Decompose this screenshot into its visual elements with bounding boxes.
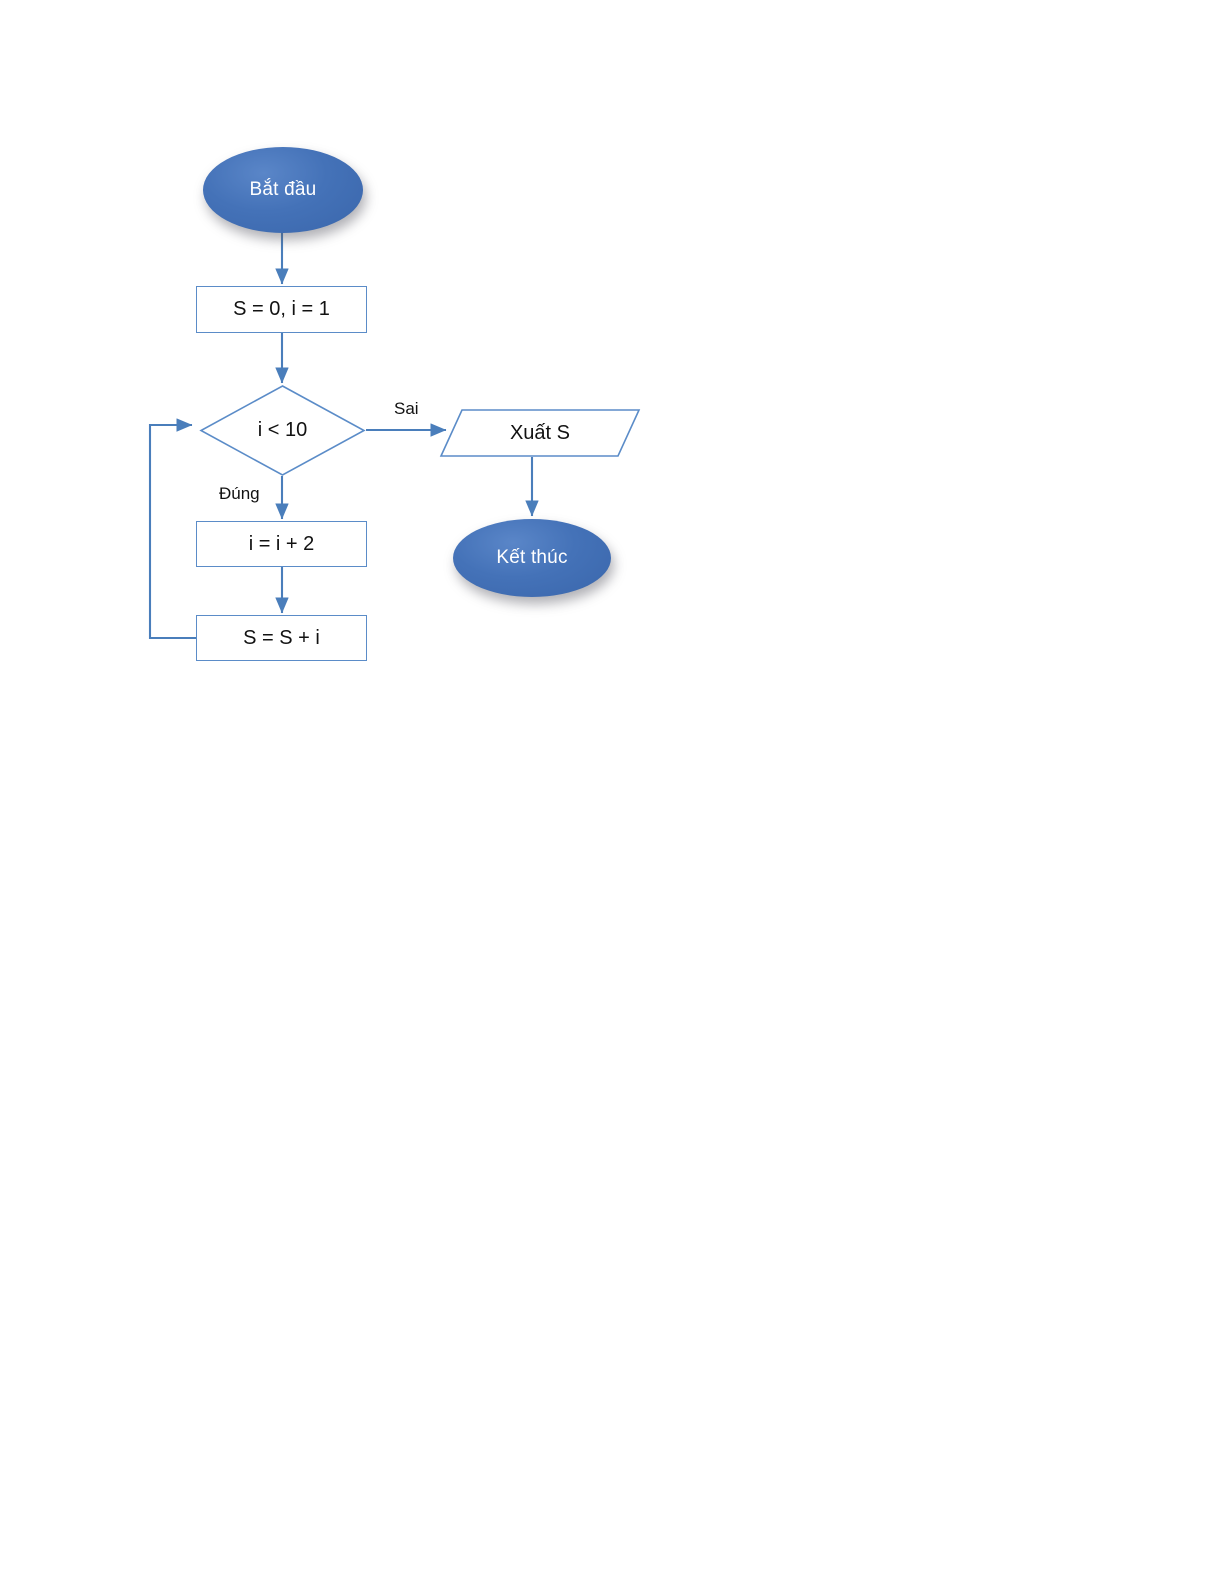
node-condition-label: i < 10 — [257, 419, 308, 441]
node-init-label: S = 0, i = 1 — [233, 298, 330, 320]
node-end[interactable]: Kết thúc — [453, 519, 611, 597]
decision-diamond-shape — [199, 385, 366, 476]
node-increment-label: i = i + 2 — [248, 532, 315, 555]
node-condition[interactable]: i < 10 — [199, 385, 366, 476]
node-accumulate[interactable]: S = S + i — [196, 615, 367, 661]
node-output-label: Xuất S — [509, 421, 571, 444]
node-init[interactable]: S = 0, i = 1 — [196, 286, 367, 333]
node-end-label: Kết thúc — [496, 547, 568, 568]
edge-loop-back — [148, 418, 196, 640]
node-start-label: Bắt đầu — [249, 179, 317, 200]
node-increment[interactable]: i = i + 2 — [196, 521, 367, 567]
edge-label-dung: Đúng — [219, 484, 260, 503]
node-start[interactable]: Bắt đầu — [203, 147, 363, 233]
edge-label-sai: Sai — [394, 399, 419, 418]
node-output[interactable]: Xuất S — [439, 409, 641, 457]
io-parallelogram-shape — [439, 409, 641, 457]
node-accumulate-label: S = S + i — [243, 626, 320, 649]
